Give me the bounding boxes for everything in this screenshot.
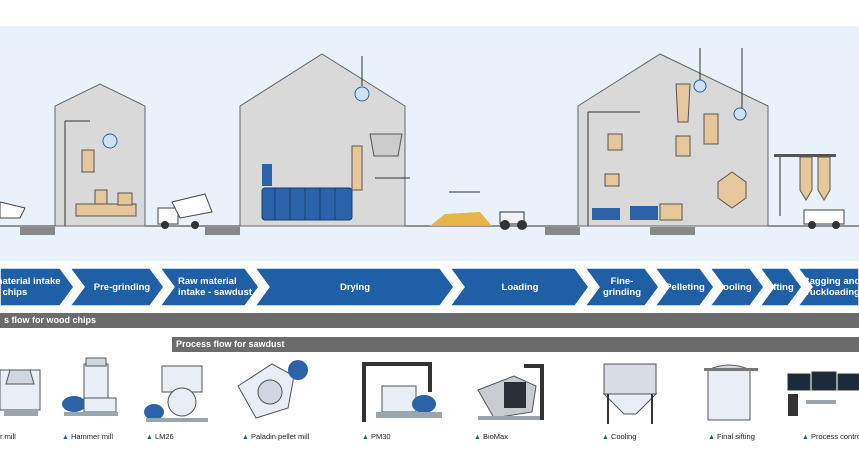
pellet-mill-icon — [232, 356, 312, 433]
step-drying: Drying — [339, 281, 371, 293]
machine-caption: ▲Process control — [802, 432, 859, 441]
dryer-machine — [261, 56, 410, 221]
process-steps: material intake d chips Pre-grinding Raw… — [0, 268, 859, 306]
step-chevron — [654, 268, 715, 306]
output-pit — [650, 227, 695, 235]
step-chevron — [584, 268, 660, 306]
hammer-mill-icon — [0, 356, 48, 429]
step-chevron — [797, 268, 859, 306]
pellet-mill-icon — [474, 360, 558, 431]
step-raw-material-intake-sawdust: Raw material intake - sawdust — [178, 276, 252, 298]
step-chevron — [709, 268, 765, 306]
machine-caption-text: PM30 — [370, 432, 391, 441]
step-bagging-truckloading: Bagging and truckloading — [802, 276, 859, 298]
pellet-mill-icon — [360, 360, 450, 431]
building-pre-grinding — [54, 83, 146, 227]
machine-caption-text: r mill — [0, 432, 16, 441]
pellet-mill-icon — [142, 356, 212, 433]
truck-right-icon — [803, 209, 845, 229]
step-chevron — [159, 268, 260, 306]
machine-caption-text: Final sifting — [716, 432, 755, 441]
machine-caption: ▲Cooling — [602, 432, 636, 441]
silos-icon — [774, 154, 836, 216]
process-flow-wood-chips: s flow for wood chips — [0, 313, 859, 328]
triangle-icon: ▲ — [62, 434, 69, 441]
machine-caption: ▲BioMax — [474, 432, 508, 441]
machine-caption: ▲Paladin pellet mill — [242, 432, 309, 441]
machine-caption-text: BioMax — [482, 432, 508, 441]
machine-caption-text: Cooling — [610, 432, 637, 441]
pre-grinding-machinery — [64, 120, 137, 226]
sawdust-pile — [430, 212, 492, 226]
machine-caption: ▲Hammer mill — [62, 432, 113, 441]
machine-caption-text: Process control — [810, 432, 859, 441]
pelleting-machinery — [587, 48, 747, 226]
computer-icon — [786, 370, 859, 425]
step-raw-material-intake-wood-chips: material intake d chips — [0, 276, 61, 298]
truck-left-icon — [0, 201, 55, 235]
triangle-icon: ▲ — [708, 434, 715, 441]
intake-pit — [545, 227, 580, 235]
step-chevron — [449, 268, 590, 306]
step-pelleting: Pelleting — [665, 281, 705, 293]
triangle-icon: ▲ — [242, 434, 249, 441]
machine-caption-text: Hammer mill — [70, 432, 114, 441]
truck-middle-icon — [157, 193, 240, 235]
wheel-loader-icon — [449, 191, 527, 230]
step-loading: Loading — [501, 281, 539, 293]
cooler-icon — [600, 360, 660, 433]
machine-caption: ▲LM26 — [146, 432, 174, 441]
sifter-icon — [704, 360, 764, 431]
step-sifting: Sifting — [764, 281, 794, 293]
process-steps-chevrons — [0, 268, 859, 306]
step-pre-grinding: Pre-grinding — [93, 281, 151, 293]
step-chevron — [69, 268, 165, 306]
machine-caption: ▲PM30 — [362, 432, 391, 441]
step-cooling: Cooling — [716, 281, 752, 293]
process-illustration — [0, 26, 859, 261]
triangle-icon: ▲ — [146, 434, 153, 441]
hammer-mill-icon — [60, 356, 122, 429]
triangle-icon: ▲ — [474, 434, 481, 441]
machine-caption: ▲Final sifting — [708, 432, 755, 441]
step-chevron — [254, 268, 455, 306]
process-flow-sawdust: Process flow for sawdust — [172, 337, 859, 352]
triangle-icon: ▲ — [602, 434, 609, 441]
machine-caption-text: Paladin pellet mill — [250, 432, 310, 441]
step-chevron — [0, 268, 75, 306]
machine-caption: r mill — [0, 432, 16, 441]
step-fine-grinding: Fine-grinding — [603, 276, 641, 298]
triangle-icon: ▲ — [802, 434, 809, 441]
step-chevron — [759, 268, 803, 306]
machine-caption-text: LM26 — [154, 432, 174, 441]
triangle-icon: ▲ — [362, 434, 369, 441]
